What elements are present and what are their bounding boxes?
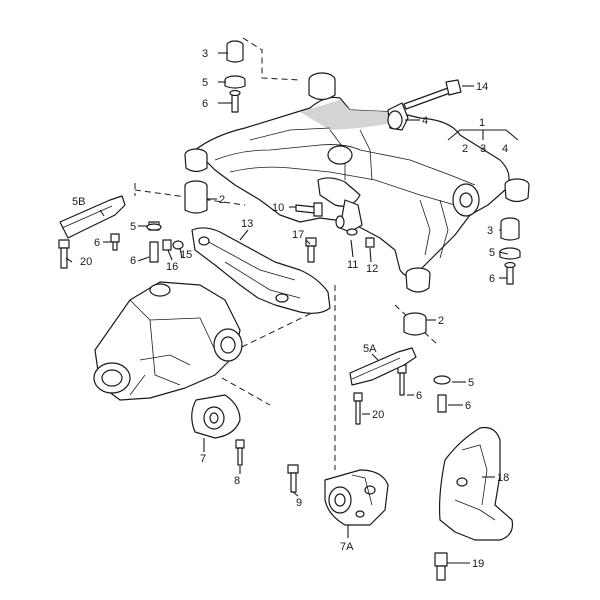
callout-2-right: 2 [438, 315, 444, 327]
callout-15: 15 [180, 249, 192, 261]
callout-7A: 7A [340, 541, 354, 553]
callout-5-lower-right: 5 [468, 377, 474, 389]
callout-1-sub-3: 3 [480, 143, 486, 155]
differential-front-mount [191, 394, 241, 439]
callout-6-right: 6 [489, 273, 495, 285]
differential-mount-bracket [191, 227, 331, 314]
callout-5-top: 5 [202, 77, 208, 89]
callout-7: 7 [200, 453, 206, 465]
bolts [58, 79, 462, 581]
callout-13: 13 [241, 218, 253, 230]
callout-5-right: 5 [489, 247, 495, 259]
callout-6-lower-right-a: 6 [416, 390, 422, 402]
callout-5B: 5B [72, 196, 85, 208]
callout-14: 14 [476, 81, 488, 93]
callout-17: 17 [292, 229, 304, 241]
callout-6-top: 6 [202, 98, 208, 110]
callout-5A: 5A [363, 343, 377, 355]
mount-bushings [184, 40, 521, 336]
callout-3-right: 3 [487, 225, 493, 237]
callout-6-left: 6 [94, 237, 100, 249]
callout-11: 11 [347, 259, 358, 271]
brackets [59, 195, 417, 386]
differential-rear-mount [324, 469, 389, 526]
callout-1: 1 [479, 117, 485, 129]
callout-6-mid-left: 6 [130, 255, 136, 267]
callout-8: 8 [234, 475, 240, 487]
callout-16: 16 [166, 261, 178, 273]
callout-18: 18 [497, 472, 509, 484]
callout-2-left: 2 [219, 194, 225, 206]
callout-1-sub-2: 2 [462, 143, 468, 155]
callout-5-mid-left: 5 [130, 221, 136, 233]
rear-differential [93, 281, 243, 401]
callout-6-lower-right-b: 6 [465, 400, 471, 412]
callout-19: 19 [472, 558, 484, 570]
callout-4: 4 [422, 115, 428, 127]
callout-1-sub-4: 4 [502, 143, 508, 155]
callout-9: 9 [296, 497, 302, 509]
heat-shield [438, 426, 514, 541]
callout-20-right: 20 [372, 409, 384, 421]
callout-labels: 3 5 6 14 4 1 2 3 4 2 5B 10 13 3 5 6 6 20… [72, 48, 509, 570]
leader-lines [65, 52, 519, 564]
callout-20-left: 20 [80, 256, 92, 268]
callout-10: 10 [272, 202, 284, 214]
callout-12: 12 [366, 263, 378, 275]
callout-3-top: 3 [202, 48, 208, 60]
rear-axle-subframe [184, 72, 530, 293]
